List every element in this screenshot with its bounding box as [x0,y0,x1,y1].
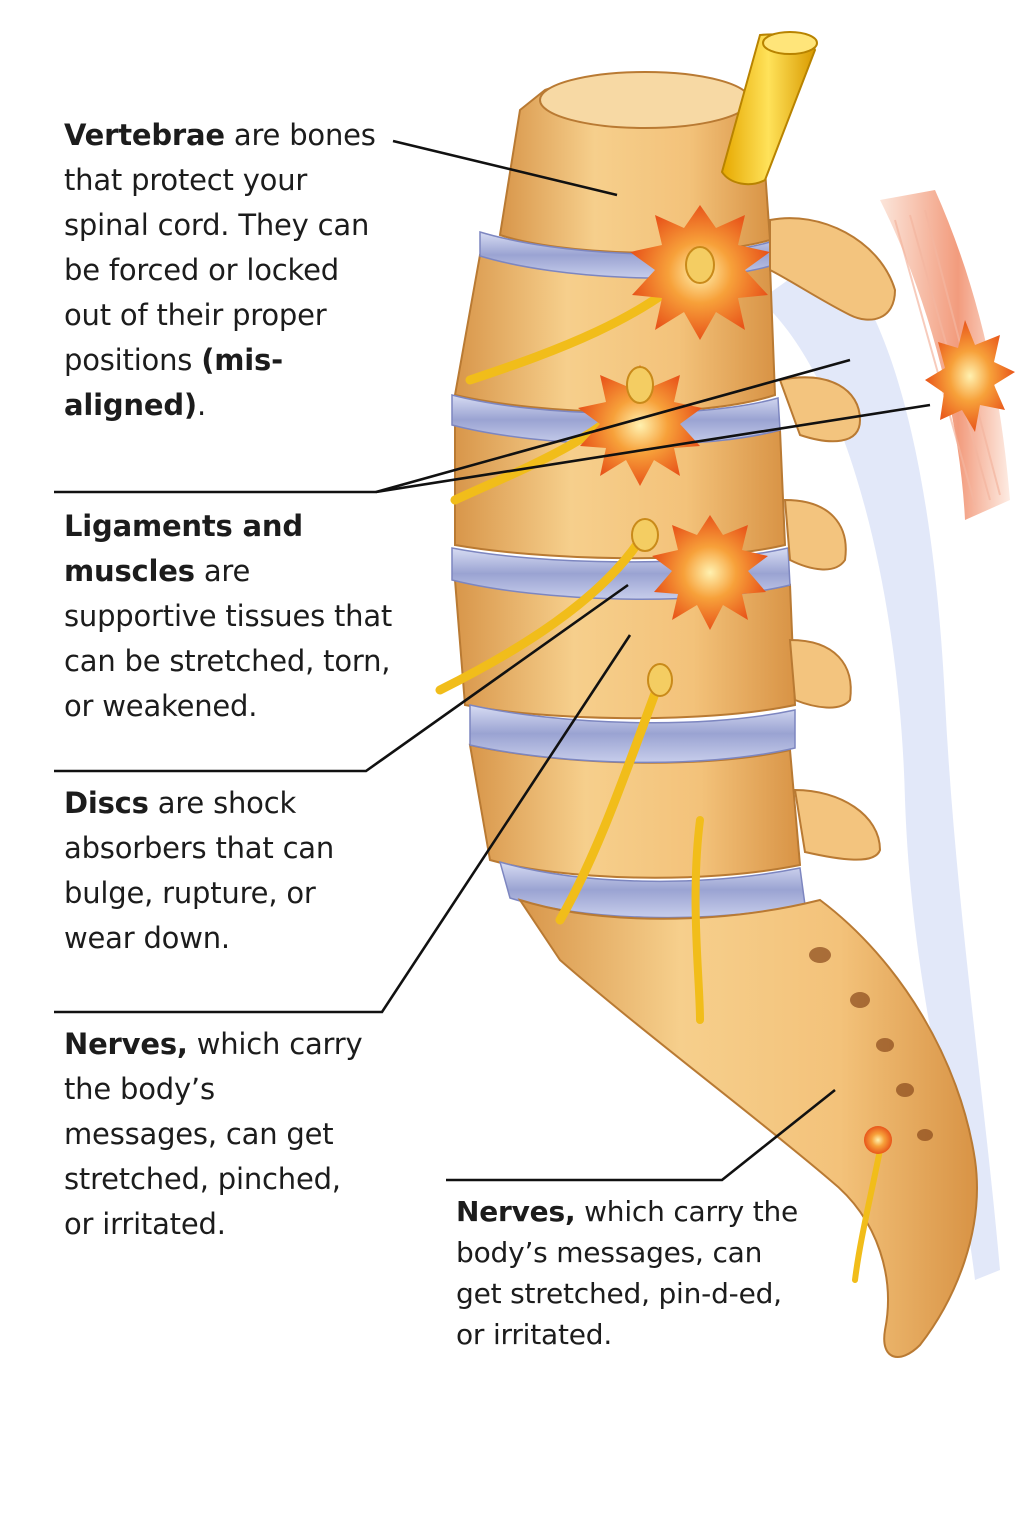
callout-nerves-term: Nerves, [64,1027,188,1061]
sacrum [517,898,978,1358]
leader-nerves [54,634,632,1014]
leader-discs [54,583,629,773]
leader-lines [54,139,931,1182]
vertebral-bodies [453,71,802,879]
callout-vertebrae-term: Vertebrae [64,118,225,152]
callout-ligaments: Ligaments and muscles are supportive tis… [64,504,404,729]
callout-nerves-lower-term: Nerves, [456,1195,576,1228]
callout-nerves: Nerves, which carry the body’s messages,… [64,1022,374,1247]
callout-vertebrae-tail: (mis-aligned) [64,343,283,422]
leader-ligaments-b [375,358,851,494]
sacral-foramina [809,947,933,1141]
leader-nerves-lower [446,1088,836,1182]
callout-nerves-lower: Nerves, which carry the body’s messages,… [456,1191,816,1355]
callout-vertebrae: Vertebrae are bones that protect your sp… [64,113,394,428]
callout-discs: Discs are shock absorbers that can bulge… [64,781,364,961]
leader-vertebrae [392,139,618,197]
callout-ligaments-term: Ligaments and muscles [64,509,303,588]
callout-discs-term: Discs [64,786,149,820]
facet-joints [626,246,715,697]
callout-discs-text: are shock absorbers that can bulge, rupt… [64,786,335,955]
callout-nerves-text: which carry the body’s messages, can get… [64,1027,363,1241]
ligament-band [760,250,1000,1280]
callout-vertebrae-text: are bones that protect your spinal cord.… [64,118,376,377]
callout-ligaments-text: are supportive tissues that can be stret… [64,554,393,723]
callout-nerves-lower-text: which carry the body’s messages, can get… [456,1195,799,1351]
callout-vertebrae-end: . [196,388,206,422]
